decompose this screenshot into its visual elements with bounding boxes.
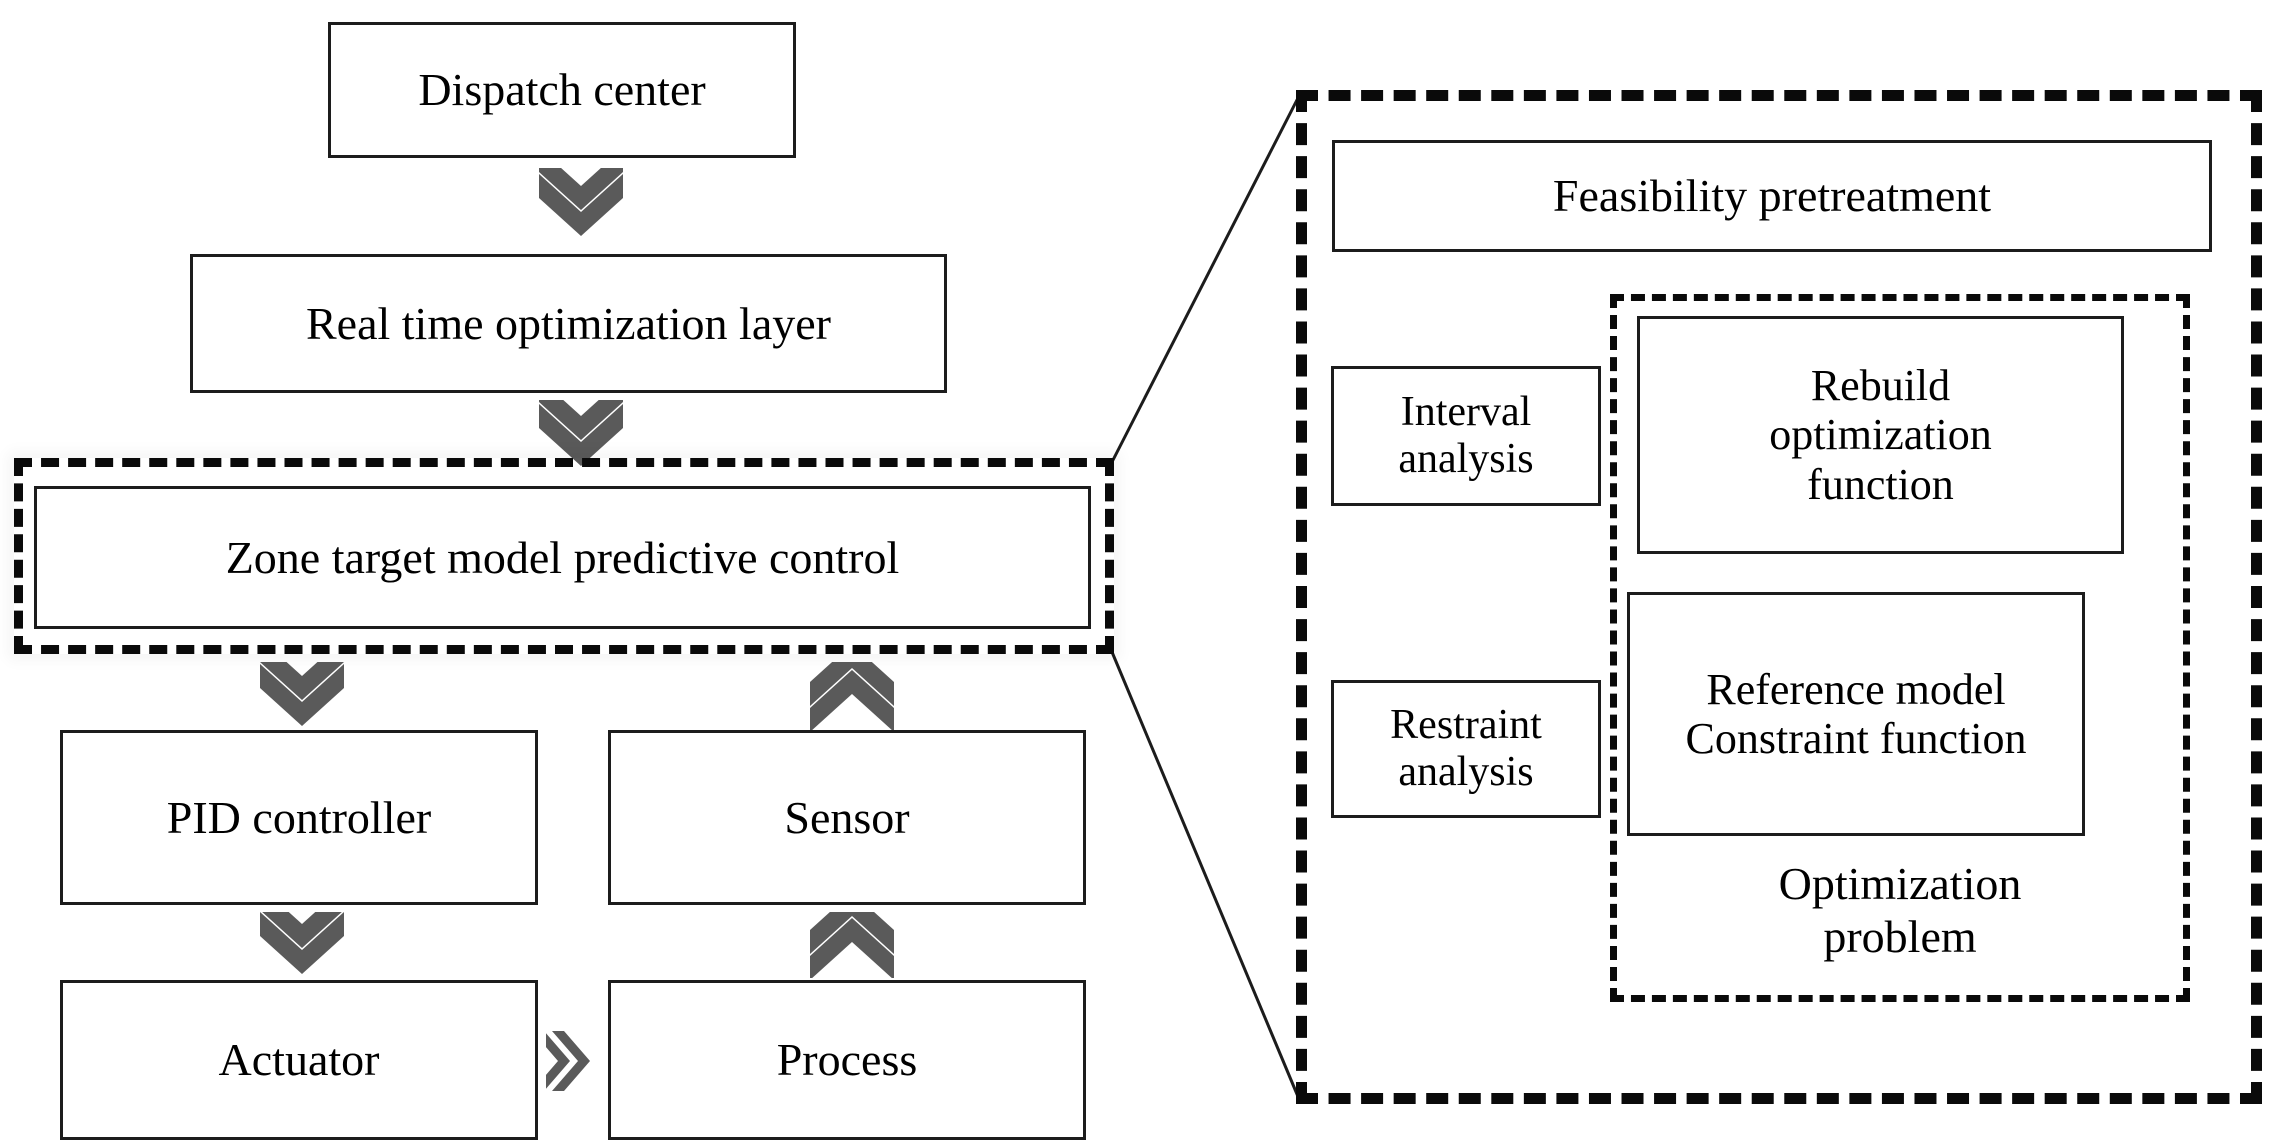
node-zone-target-mpc-label: Zone target model predictive control xyxy=(225,531,900,583)
node-sensor-label: Sensor xyxy=(784,791,910,843)
node-feasibility-pretreatment-label: Feasibility pretreatment xyxy=(1552,170,1992,222)
double-chevron-down-icon xyxy=(529,400,633,478)
double-chevron-down-icon xyxy=(529,168,633,248)
node-process-label: Process xyxy=(776,1034,918,1086)
node-rebuild-optimization[interactable]: Rebuild optimization function xyxy=(1637,316,2124,554)
node-pid-controller-label: PID controller xyxy=(166,791,432,843)
node-actuator-label: Actuator xyxy=(218,1034,380,1086)
node-rto-layer[interactable]: Real time optimization layer xyxy=(190,254,947,393)
node-rto-layer-label: Real time optimization layer xyxy=(305,297,831,349)
node-reference-model-label: Reference model Constraint function xyxy=(1685,664,2027,763)
node-zone-target-mpc[interactable]: Zone target model predictive control xyxy=(34,486,1091,629)
node-interval-analysis-label: Interval analysis xyxy=(1398,388,1534,482)
detail-panel-border xyxy=(1296,90,2262,1104)
zone-target-mpc-highlight xyxy=(14,458,1114,654)
callout-line-top xyxy=(1110,95,1301,463)
node-restraint-analysis-label: Restraint analysis xyxy=(1390,701,1542,795)
node-restraint-analysis[interactable]: Restraint analysis xyxy=(1331,680,1601,818)
double-chevron-up-icon xyxy=(800,662,904,734)
double-chevron-down-icon xyxy=(250,662,354,734)
optimization-problem-group xyxy=(1610,294,2190,1002)
optimization-problem-text: Optimization problem xyxy=(1778,858,2022,962)
node-reference-model[interactable]: Reference model Constraint function xyxy=(1627,592,2085,836)
double-chevron-up-icon xyxy=(800,912,904,978)
node-dispatch-center[interactable]: Dispatch center xyxy=(328,22,796,158)
callout-line-bottom xyxy=(1110,651,1301,1100)
node-rebuild-optimization-label: Rebuild optimization function xyxy=(1769,361,1992,509)
node-process[interactable]: Process xyxy=(608,980,1086,1140)
optimization-problem-label: Optimization problem xyxy=(1640,858,2160,964)
double-chevron-right-icon xyxy=(546,1025,602,1097)
node-pid-controller[interactable]: PID controller xyxy=(60,730,538,905)
node-sensor[interactable]: Sensor xyxy=(608,730,1086,905)
double-chevron-down-icon xyxy=(250,912,354,978)
node-interval-analysis[interactable]: Interval analysis xyxy=(1331,366,1601,506)
node-actuator[interactable]: Actuator xyxy=(60,980,538,1140)
node-dispatch-center-label: Dispatch center xyxy=(418,64,706,116)
node-feasibility-pretreatment[interactable]: Feasibility pretreatment xyxy=(1332,140,2212,252)
